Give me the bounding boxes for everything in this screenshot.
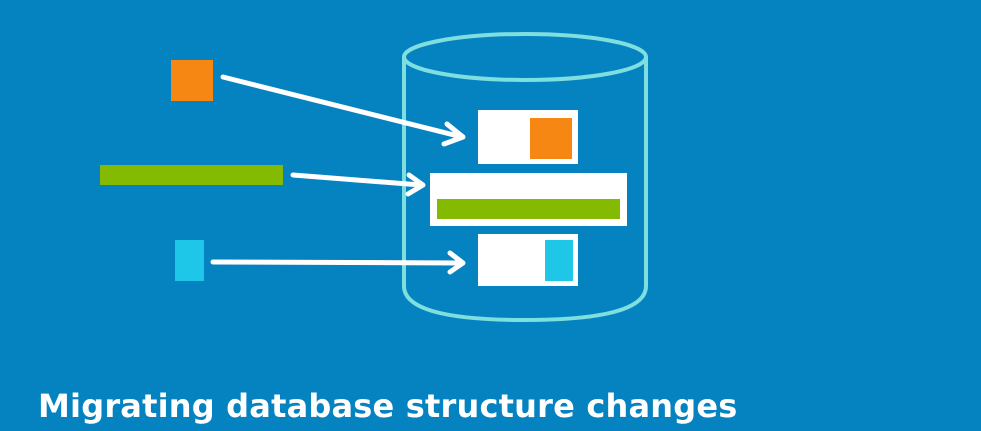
arrow-orange-line (220, 74, 465, 140)
arrow-orange-head (441, 121, 466, 147)
db-slot-top-item (530, 118, 572, 159)
arrow-cyan-head (447, 250, 466, 275)
source-item-green (100, 165, 283, 185)
db-slot-middle-item (437, 199, 620, 219)
arrow-green-head (405, 172, 426, 197)
diagram-caption: Migrating database structure changes (38, 387, 738, 425)
source-item-orange (171, 60, 213, 101)
arrow-right-icon (290, 172, 426, 197)
cylinder-top (402, 32, 648, 82)
arrow-green-line (290, 172, 424, 188)
arrow-right-icon (220, 74, 466, 147)
arrow-right-icon (210, 250, 466, 275)
cylinder-body (402, 57, 648, 323)
database-cylinder-icon (402, 32, 648, 323)
source-item-cyan (175, 240, 204, 281)
db-slot-bottom-item (545, 240, 573, 281)
arrow-cyan-line (210, 259, 465, 266)
